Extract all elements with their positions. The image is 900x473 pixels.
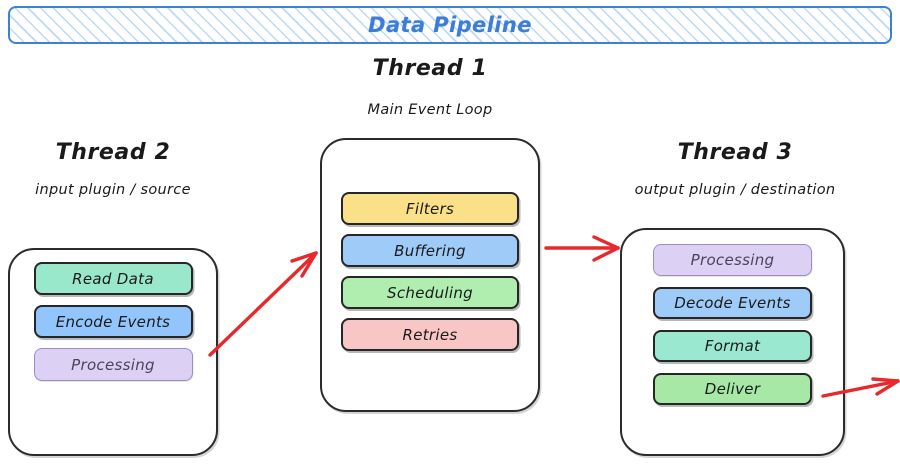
arrow-thread2-to-thread1-icon <box>208 251 318 357</box>
step-format-label: Format <box>704 337 761 355</box>
step-encode-events[interactable]: Encode Events <box>33 305 193 338</box>
thread-1-subtitle: Main Event Loop <box>367 102 493 118</box>
step-decode-events[interactable]: Decode Events <box>653 287 812 319</box>
step-filters-label: Filters <box>405 199 455 218</box>
thread-2-container: Read Data Encode Events Processing <box>8 248 218 456</box>
step-deliver[interactable]: Deliver <box>653 373 812 405</box>
step-processing-input[interactable]: Processing <box>33 348 193 381</box>
step-processing-output[interactable]: Processing <box>653 244 812 276</box>
step-filters[interactable]: Filters <box>341 192 519 225</box>
step-encode-events-label: Encode Events <box>55 312 171 331</box>
step-decode-events-label: Decode Events <box>674 294 791 312</box>
thread-3-container: Processing Decode Events Format Deliver <box>620 228 845 456</box>
thread-3-title: Thread 3 <box>677 140 793 165</box>
page-title: Data Pipeline <box>368 13 532 37</box>
step-processing-input-label: Processing <box>71 355 155 374</box>
step-retries[interactable]: Retries <box>341 318 519 351</box>
thread-2-title: Thread 2 <box>55 140 171 165</box>
step-retries-label: Retries <box>402 325 458 344</box>
step-read-data-label: Read Data <box>72 269 154 288</box>
step-format[interactable]: Format <box>653 330 812 362</box>
arrow-thread1-to-thread3-icon <box>544 235 620 262</box>
pipeline-title-banner: Data Pipeline <box>8 6 892 44</box>
thread-1-title: Thread 1 <box>372 56 488 81</box>
thread-1-container: Filters Buffering Scheduling Retries <box>320 138 540 412</box>
step-buffering-label: Buffering <box>394 241 466 260</box>
step-deliver-label: Deliver <box>704 380 761 398</box>
step-buffering[interactable]: Buffering <box>341 234 519 267</box>
step-processing-output-label: Processing <box>690 251 775 269</box>
step-read-data[interactable]: Read Data <box>33 262 193 295</box>
thread-3-subtitle: output plugin / destination <box>634 182 836 198</box>
thread-2-subtitle: input plugin / source <box>35 182 191 198</box>
step-scheduling-label: Scheduling <box>387 283 473 302</box>
step-scheduling[interactable]: Scheduling <box>341 276 519 309</box>
